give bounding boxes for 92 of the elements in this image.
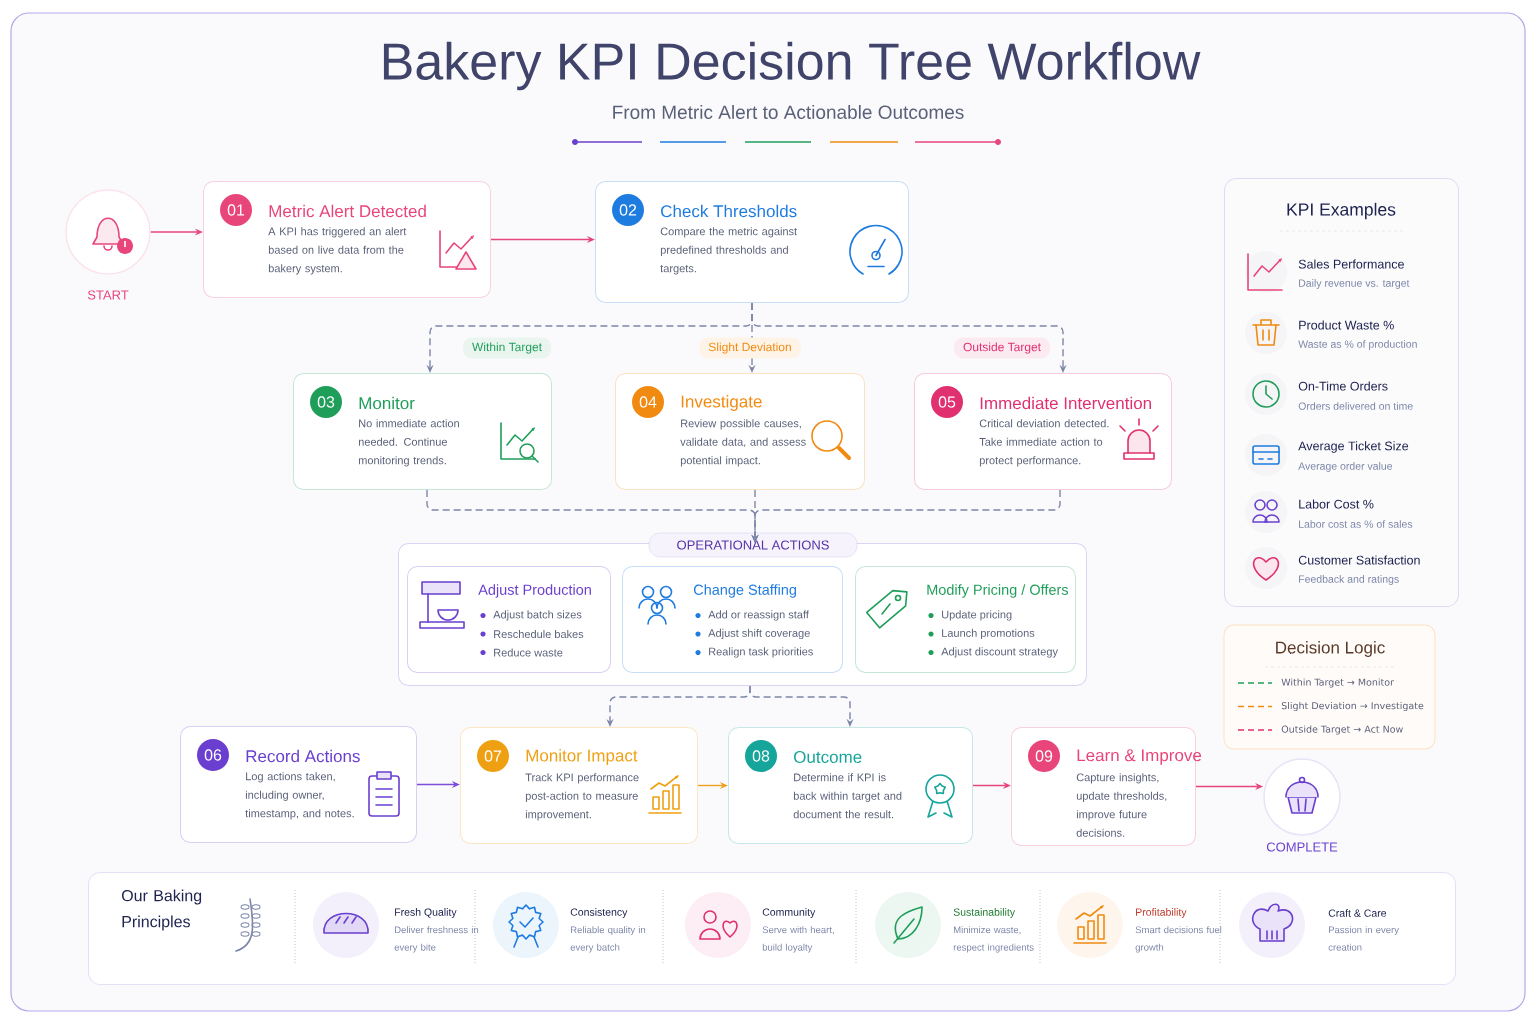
subtitle: From Metric Alert to Actionable Outcomes [613,105,964,119]
bullet-text: Adjust batch sizes [493,610,582,621]
legend-text: Within Target → Monitor [1281,678,1394,688]
bullet-text: Realign task priorities [709,647,813,658]
item-text: Serve with heart, build loyalty [762,926,834,953]
action-card [407,566,611,673]
card-title: Investigate [681,395,762,411]
card-text: Review possible causes, validate data, and assess potential impact. [680,419,806,467]
bullet-text: Reschedule bakes [494,629,584,639]
action-card [622,566,843,673]
bullet-text: Add or reassign staff [708,610,809,621]
item-title: Labor Cost % [1299,499,1374,509]
step-number: 07 [477,740,509,772]
bullet-text: Reduce waste [494,648,563,657]
item-text: Labor cost as % of sales [1299,520,1413,528]
card-text: Compare the metric against predefined thresholds and targets. [660,227,798,275]
card-title: Immediate Intervention [980,396,1151,410]
card-text: Determine if KPI is back within target and document the result. [793,773,902,819]
item-text: Orders delivered on time [1298,402,1413,410]
step-number: 03 [310,386,342,418]
card-title: Learn & Improve [1077,749,1202,765]
terminal-circle [65,189,151,300]
card-title: Adjust Production [478,584,591,598]
step-number: 04 [632,386,664,418]
item-title: Customer Satisfaction [1298,555,1420,565]
bullet-text: Launch promotions [942,628,1035,640]
card-title: Outcome [794,751,862,763]
card-text: Log actions taken, including owner, timestamp, and notes. [245,772,354,820]
legend-text: Slight Deviation → Investigate [1281,701,1424,712]
card-title: Monitor [359,396,415,410]
step-card [1011,727,1202,846]
item-title: Community [762,908,816,918]
step-card [203,181,491,298]
step-card [615,373,865,490]
edge-label: Slight Deviation [699,337,801,359]
item-title: On-Time Orders [1298,381,1388,391]
side-panel [1224,178,1459,607]
step-card [293,373,552,490]
item-title: Sustainability [953,908,1016,918]
title: Bakery KPI Decision Tree Workflow [383,41,1201,91]
card-title: Monitor Impact [526,749,638,765]
step-number: 08 [745,740,777,772]
item-title: Sales Performance [1298,259,1404,269]
circle-label: START [87,290,129,300]
card-title: Metric Alert Detected [269,204,426,218]
card-title: Record Actions [246,749,360,763]
item-text: Reliable quality in every batch [570,926,646,953]
step-number: 01 [220,194,252,226]
edge-label: Outside Target [954,337,1051,359]
item-text: Passion in every creation [1328,926,1399,951]
edge-label: Within Target [463,337,551,359]
step-card [180,726,417,843]
card-title: Check Thresholds [661,204,797,218]
card-title: Change Staffing [693,584,796,598]
card-text: Critical deviation detected. Take immediate action to protect performance. [979,419,1109,467]
item-title: Product Waste % [1299,320,1394,330]
step-card [914,373,1172,490]
card-title: Modify Pricing / Offers [927,584,1069,598]
item-text: Deliver freshness in every bite [394,926,479,953]
item-title: Consistency [570,908,628,918]
item-title: Average Ticket Size [1298,441,1409,453]
item-text: Average order value [1298,462,1393,472]
bullet-text: Update pricing [942,610,1012,621]
step-card [595,181,909,303]
action-card [855,566,1076,673]
step-number: 02 [612,194,644,226]
panel-title: KPI Examples [1287,202,1396,220]
legend-text: Outside Target → Act Now [1281,725,1403,735]
item-text: Minimize waste, respect ingredients [953,926,1034,953]
circle-label: COMPLETE [1266,842,1338,852]
item-title: Profitability [1136,908,1187,918]
item-text: Daily revenue vs. target [1299,279,1410,289]
step-card [728,727,973,844]
step-card [460,727,698,844]
legend-title: Decision Logic [1276,641,1385,657]
step-number: 09 [1028,740,1060,772]
card-text: Capture insights, update thresholds, improve future decisions. [1076,773,1167,837]
card-text: A KPI has triggered an alert based on live data from the bakery system. [268,227,407,275]
item-title: Craft & Care [1328,909,1387,917]
section-header: OPERATIONAL ACTIONS [648,532,858,558]
bullet-text: Adjust discount strategy [941,647,1058,658]
bullet-text: Adjust shift coverage [708,628,810,640]
item-title: Fresh Quality [395,908,457,918]
item-text: Smart decisions fuel growth [1135,926,1222,953]
step-number: 05 [931,386,963,418]
item-text: Waste as % of production [1298,340,1417,350]
card-text: Track KPI performance post-action to measure improvement. [525,773,639,821]
step-number: 06 [197,739,229,771]
panel-title: Our Baking Principles [121,889,202,931]
terminal-circle [1263,758,1341,852]
card-text: No immediate action needed. Continue monitoring trends. [358,419,459,467]
item-text: Feedback and ratings [1299,575,1399,585]
